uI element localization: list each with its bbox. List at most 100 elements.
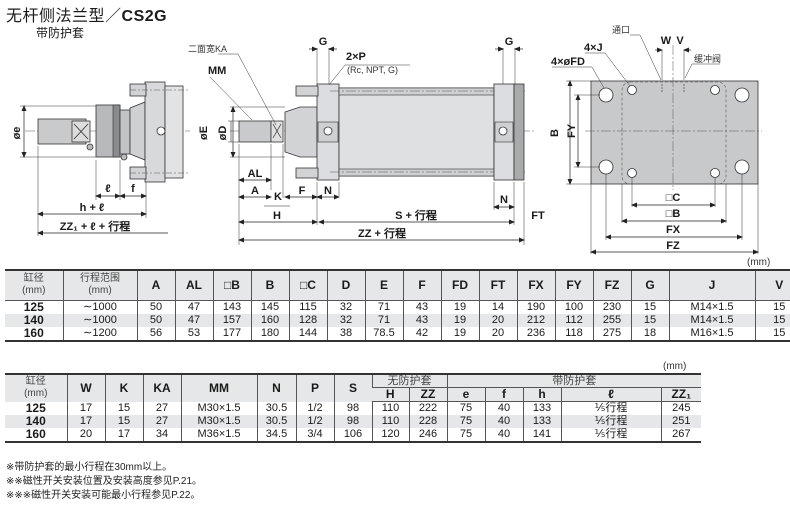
column-header: 行程范围(mm) [62,269,137,301]
label-fz: FZ [666,240,680,252]
side-view: 二面宽KA MM øE øD AL A K F N H G G 2×P (Rc,… [188,36,545,245]
group-header-with-boot: 带防护套 [446,373,702,388]
table-cell: 15 [754,300,790,314]
label-ell: ℓ [105,183,110,195]
table-cell: 3/4 [295,428,334,443]
column-header: ZZ [408,387,447,402]
column-header: S [333,373,372,402]
table-cell: 20 [478,326,517,342]
label-port-types: (Rc, NPT, G) [347,65,398,75]
column-header: B [250,269,289,301]
column-header: E [364,269,403,301]
column-header: ℓ [560,387,661,402]
table-cell: 32 [326,313,365,327]
header-label: 缸径 [23,273,44,285]
label-v: V [676,35,684,47]
label-f-side: F [299,185,306,197]
table-cell: ∼1000 [62,300,137,314]
label-fd: 4×øFD [551,56,585,68]
column-header: V [754,269,790,301]
table-cell: 110 [371,415,409,428]
table-cell: 27 [142,415,181,428]
note-2: ※※磁性开关安装位置及安装高度参见P.21。 [6,476,203,487]
header-unit: (mm) [24,388,48,400]
table-cell: 246 [408,428,447,443]
bore-cell: 140 [5,313,63,327]
column-header: ZZ₁ [660,387,702,402]
table-cell: 267 [660,428,702,443]
table-cell: 118 [554,326,593,342]
table-cell: 143 [212,300,251,314]
end-view: 通口 W V 4×J 缓冲阀 4×øFD B FY □C □B FX FZ [549,25,762,255]
table-cell: 128 [288,313,327,327]
table-cell: 17 [104,428,143,443]
table-cell: 19 [440,300,479,314]
title-model: CS2G [121,8,168,25]
column-header: K [104,373,143,402]
label-diameter-d: øD [217,126,229,141]
column-header: D [326,269,365,301]
table-cell: 133 [522,415,561,428]
column-header: P [295,373,334,402]
table-cell: 1/2 [295,401,334,415]
table-cell: 15 [754,313,790,327]
table2-unit: (mm) [663,361,687,372]
label-c-square: □C [666,192,681,204]
label-w: W [661,35,672,47]
table-cell: 133 [522,401,561,415]
table-cell: 47 [174,313,213,327]
table-cell: M14×1.5 [668,313,755,327]
column-header: N [256,373,296,402]
label-n-left: N [324,185,332,197]
table-cell: 40 [484,401,523,415]
header-unit: (mm) [88,285,112,297]
table-cell: 20 [478,313,517,327]
page-title: 无杆侧法兰型／CS2G [6,2,167,26]
table1-unit: (mm) [747,257,771,268]
column-header: FT [478,269,517,301]
bore-cell: 160 [5,326,63,342]
column-header: 缸径(mm) [5,373,67,402]
table-cell: 34.5 [256,428,296,443]
column-header: AL [174,269,213,301]
table-cell: ⅕行程 [560,415,661,428]
table-cell: 38 [326,326,365,342]
column-header: h [522,387,561,402]
column-header: F [402,269,441,301]
table-cell: 251 [660,415,702,428]
table-cell: 275 [592,326,631,342]
label-a: A [251,185,259,197]
table-cell: 75 [446,401,485,415]
column-header: FY [554,269,593,301]
table-cell: 145 [250,300,289,314]
table-cell: 180 [250,326,289,342]
table-cell: 222 [408,401,447,415]
label-mm: MM [208,65,226,77]
bore-cell: 140 [5,415,67,428]
table-cell: 141 [522,428,561,443]
title-cn: 无杆侧法兰型／ [6,8,122,25]
column-header: FX [516,269,555,301]
table-cell: 17 [66,415,105,428]
label-s-stroke: S + 行程 [395,208,437,222]
table-cell: 115 [288,300,327,314]
table-cell: 15 [104,415,143,428]
table-cell: 53 [174,326,213,342]
table-cell: 75 [446,415,485,428]
table-cell: 34 [142,428,181,443]
column-header: FD [440,269,479,301]
table-cell: 19 [440,313,479,327]
table-cell: 43 [402,300,441,314]
column-header: W [66,373,105,402]
table-cell: 190 [516,300,555,314]
label-al: AL [248,168,263,180]
table-cell: ⅕行程 [560,401,661,415]
table-cell: 1/2 [295,415,334,428]
table-cell: 40 [484,415,523,428]
label-port: 通口 [612,25,630,35]
